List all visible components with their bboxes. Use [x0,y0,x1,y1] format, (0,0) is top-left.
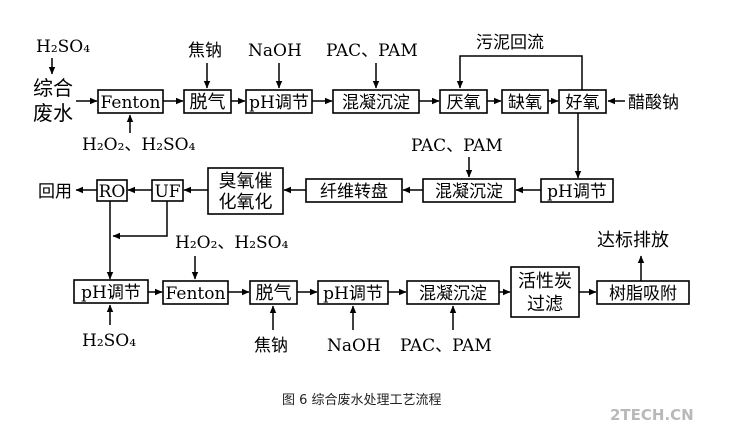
resin-label: 树脂吸附 [609,284,677,304]
ozone-oxidation-box [207,167,284,215]
ph-adjust-label-3: pH调节 [81,283,141,303]
ph-adjust-label-4: pH调节 [323,284,383,304]
degas-label-2: 脱气 [256,283,292,304]
ozone-label-line2: 化氧化 [219,192,273,213]
discharge-label: 达标排放 [597,230,669,251]
source-label-line2: 废水 [33,101,73,125]
ozone-label-line1: 臭氧催 [219,171,273,192]
ro-label: RO [99,182,126,202]
sodium-acetate-label: 醋酸钠 [628,93,679,113]
coag-settle-label-2: 混凝沉淀 [435,182,503,202]
uf-concentrate-arrow [112,201,168,240]
h2so4-label-top: H₂SO₄ [36,37,90,57]
anaerobic-label: 厌氧 [447,93,481,113]
naoh-label-2: NaOH [327,336,381,356]
h2o2-h2so4-label-2: H₂O₂、H₂SO₄ [175,233,289,253]
uf-label: UF [154,182,180,202]
pac-pam-label-2: PAC、PAM [411,136,503,156]
coag-settle-label-1: 混凝沉淀 [342,93,410,113]
carbon-label-line2: 过滤 [527,294,563,315]
pac-pam-label-3: PAC、PAM [400,336,492,356]
pac-pam-label-1: PAC、PAM [326,41,418,61]
fiber-disc-label: 纤维转盘 [320,182,388,202]
figure-caption: 图 6 综合废水处理工艺流程 [282,392,442,408]
fenton-label-1: Fenton [101,93,161,113]
coag-settle-label-3: 混凝沉淀 [419,284,487,304]
anoxic-label: 缺氧 [508,93,542,113]
source-label-line1: 综合 [33,76,73,100]
h2o2-h2so4-label-1: H₂O₂、H₂SO₄ [82,135,196,155]
sludge-return-label: 污泥回流 [476,33,544,53]
degas-label-1: 脱气 [190,92,226,113]
h2so4-label-bottom: H₂SO₄ [82,331,136,351]
aerobic-label: 好氧 [566,93,600,113]
activated-carbon-box [510,266,580,318]
ph-adjust-label-1: pH调节 [249,93,309,113]
resin-adsorption-box [596,280,690,305]
sludge-return-arrow [456,55,583,90]
naoh-label-1: NaOH [248,41,302,61]
watermark: 2TECH.CN [610,406,694,424]
coke-sodium-label-1: 焦钠 [188,41,222,61]
reuse-label: 回用 [38,182,72,202]
fenton-label-2: Fenton [166,284,226,304]
ph-adjust-label-2: pH调节 [547,182,607,202]
carbon-label-line1: 活性炭 [518,271,572,292]
coke-sodium-label-2: 焦钠 [254,336,288,356]
